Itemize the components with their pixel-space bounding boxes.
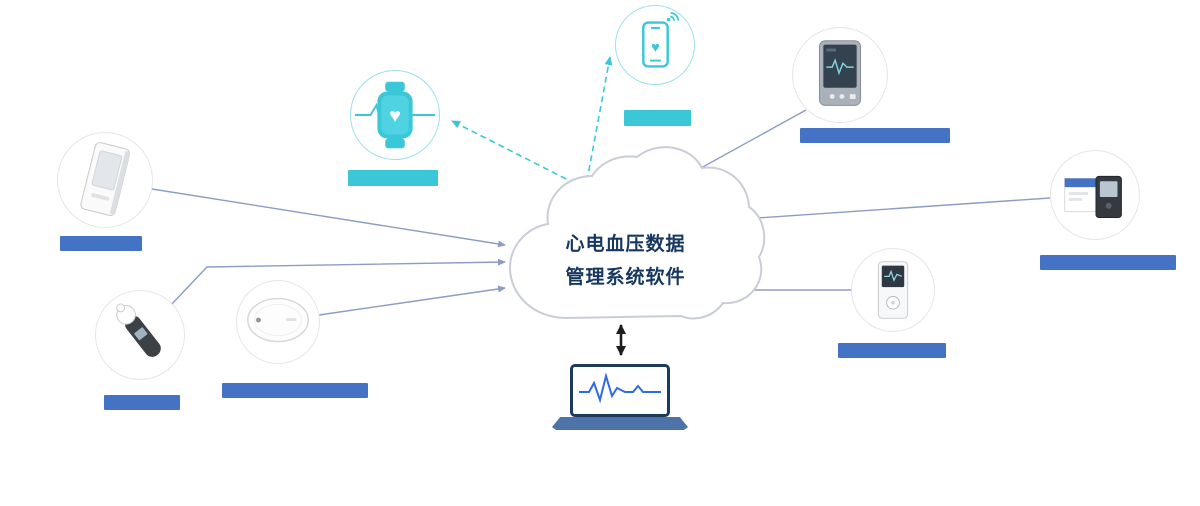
bp-monitor-label	[1040, 255, 1176, 270]
holter-recorder-label	[838, 343, 946, 358]
connector-thermometer-to-cloud	[169, 258, 506, 307]
wall-device-icon	[80, 142, 131, 217]
ear-thermometer-icon	[116, 303, 161, 357]
smartphone-label	[624, 110, 691, 126]
laptop-screen	[570, 364, 670, 417]
wall-device-label	[60, 236, 142, 251]
svg-text:♥: ♥	[389, 105, 401, 127]
holter-recorder-icon	[877, 261, 909, 319]
cloud-title: 心电血压数据 管理系统软件	[538, 228, 713, 294]
smartwatch-label	[348, 170, 438, 186]
wall-device-node	[57, 132, 153, 228]
ear-thermometer-label	[104, 395, 180, 410]
connector-cloud-to-watch-dashed	[451, 120, 585, 189]
smartwatch-icon: ♥	[354, 81, 436, 149]
connector-bp-to-cloud	[712, 197, 1051, 225]
smartphone-icon: ♥	[642, 12, 680, 68]
patch-recorder-label	[222, 383, 368, 398]
laptop-base	[552, 417, 688, 430]
patch-recorder-icon	[247, 297, 309, 343]
ecg-monitor-node	[792, 27, 888, 123]
smartphone-node: ♥	[615, 5, 695, 85]
patch-recorder-node	[236, 280, 320, 364]
cloud-title-line1: 心电血压数据	[565, 234, 686, 255]
cloud-shape	[508, 146, 766, 320]
connector-cloud-phone-dashed	[583, 56, 613, 187]
connector-wall-device-to-cloud	[151, 188, 506, 248]
holter-recorder-node	[851, 248, 935, 332]
connector-patch-to-cloud	[318, 285, 506, 316]
svg-text:♥: ♥	[651, 40, 660, 56]
bp-monitor-icon	[1064, 175, 1122, 218]
laptop-ecg-icon	[579, 372, 661, 404]
bp-monitor-node	[1050, 150, 1140, 240]
smartwatch-node: ♥	[350, 70, 440, 160]
laptop-node	[548, 362, 692, 432]
ecg-monitor-label	[800, 128, 950, 143]
ecg-monitor-icon	[818, 40, 862, 106]
cloud-title-line2: 管理系统软件	[565, 267, 686, 288]
ear-thermometer-node	[95, 290, 185, 380]
